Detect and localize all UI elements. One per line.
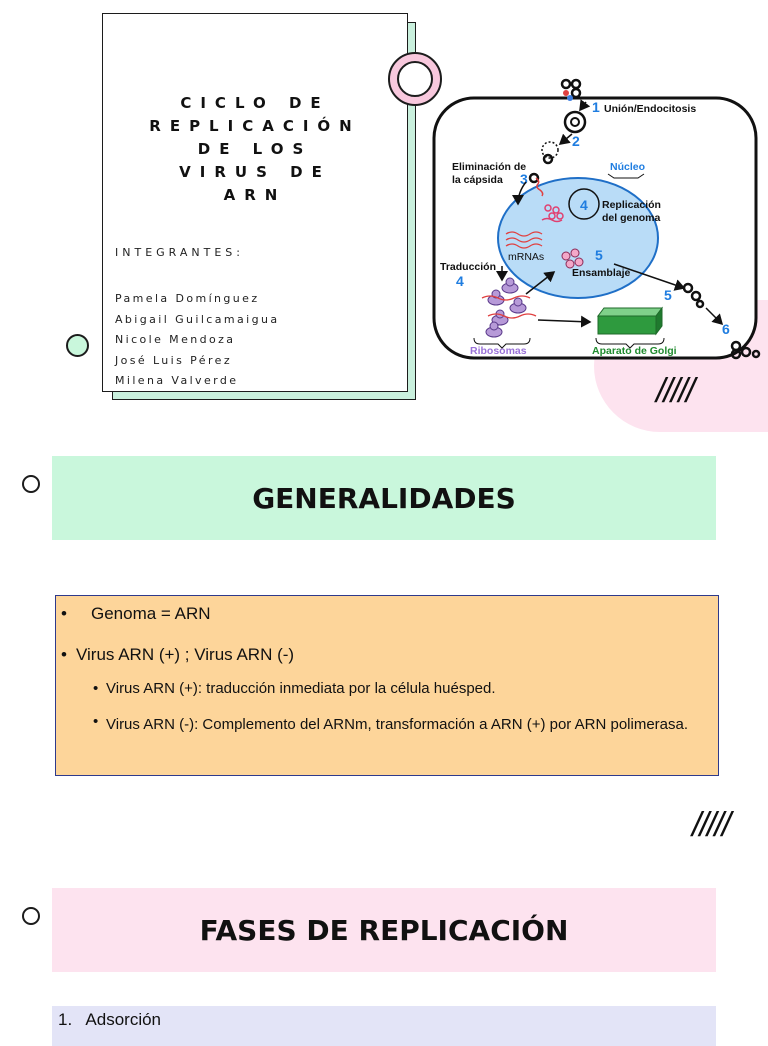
- step-number: 6: [722, 321, 730, 337]
- assembly-particles-icon: [561, 248, 584, 269]
- bullet-marker: •: [61, 604, 67, 623]
- step-number: 2: [572, 133, 580, 149]
- mint-circle-decoration: [66, 334, 89, 357]
- golgi-apparatus-icon: [597, 306, 663, 336]
- virion-icon: [682, 282, 705, 309]
- ring-decoration-icon: [388, 52, 442, 106]
- step-number: 5: [595, 247, 603, 263]
- released-virions-icon: [730, 340, 761, 360]
- list-item: 1. Adsorción: [58, 1010, 162, 1029]
- member-name: José Luis Pérez: [115, 353, 232, 367]
- step-label: Unión/Endocitosis: [604, 103, 696, 115]
- section-bullet-icon: [22, 907, 40, 925]
- step-number: 4: [456, 273, 464, 289]
- slashes-decoration: /////: [656, 372, 695, 410]
- ribosomes-label: Ribosomas: [470, 345, 527, 357]
- generalidades-heading: GENERALIDADES: [52, 456, 716, 540]
- step-label: del genoma: [602, 212, 661, 224]
- integrantes-label: INTEGRANTES:: [115, 246, 244, 259]
- fases-replicacion-heading: FASES DE REPLICACIÓN: [52, 888, 716, 972]
- step-label: Replicación: [602, 199, 661, 211]
- uncoating-vesicle-icon: [541, 141, 559, 159]
- member-name: Pamela Domínguez: [115, 292, 260, 305]
- endosome-icon: [563, 110, 587, 134]
- sub-bullet-text: Virus ARN (+): traducción inmediata por …: [106, 680, 496, 697]
- step-number: 3: [520, 171, 528, 187]
- step-label: Ensamblaje: [572, 267, 631, 279]
- member-name: Abigail Guilcamaigua: [115, 312, 280, 326]
- step-label: Eliminación de: [452, 161, 526, 173]
- member-name: Milena Valverde: [115, 374, 239, 387]
- virus-particle-icon: [560, 78, 582, 101]
- bullet-text: Genoma = ARN: [91, 604, 211, 623]
- nucleus-shape: [497, 177, 659, 299]
- presentation-title: CICLO DE REPLICACIÓN DE LOS VIRUS DE ARN: [149, 94, 361, 204]
- step-number: 4: [580, 197, 588, 213]
- golgi-label: Aparato de Golgi: [592, 345, 677, 357]
- title-card: CICLO DE REPLICACIÓN DE LOS VIRUS DE ARN…: [102, 13, 408, 392]
- step-number: 5: [664, 287, 672, 303]
- step-number: 1: [592, 99, 600, 115]
- section-bullet-icon: [22, 475, 40, 493]
- mrna-strands-icon: [505, 231, 543, 249]
- member-name: Nicole Mendoza: [115, 333, 236, 346]
- bullet-marker: •: [61, 645, 67, 664]
- sub-bullet-marker: •: [93, 713, 99, 730]
- mrna-label: mRNAs: [508, 251, 544, 263]
- bullet-text: Virus ARN (+) ; Virus ARN (-): [76, 645, 295, 664]
- generalidades-info-box: • Genoma = ARN • Virus ARN (+) ; Virus A…: [55, 595, 719, 776]
- step-label: Traducción: [440, 261, 496, 273]
- members-list: Pamela Domínguez Abigail Guilcamaigua Ni…: [115, 289, 280, 392]
- ribosomes-icon: [485, 277, 527, 338]
- virus-replication-diagram: 1 Unión/Endocitosis 2 Eliminación de la …: [432, 78, 761, 360]
- nucleus-label: Núcleo: [610, 161, 645, 173]
- step-label: la cápsida: [452, 174, 503, 186]
- genome-strands-icon: [541, 204, 564, 223]
- fases-list-box: 1. Adsorción: [52, 1006, 716, 1046]
- sub-bullet-marker: •: [93, 680, 99, 697]
- sub-bullet-text: Virus ARN (-): Complemento del ARNm, tra…: [106, 716, 689, 733]
- slashes-decoration: /////: [692, 806, 731, 844]
